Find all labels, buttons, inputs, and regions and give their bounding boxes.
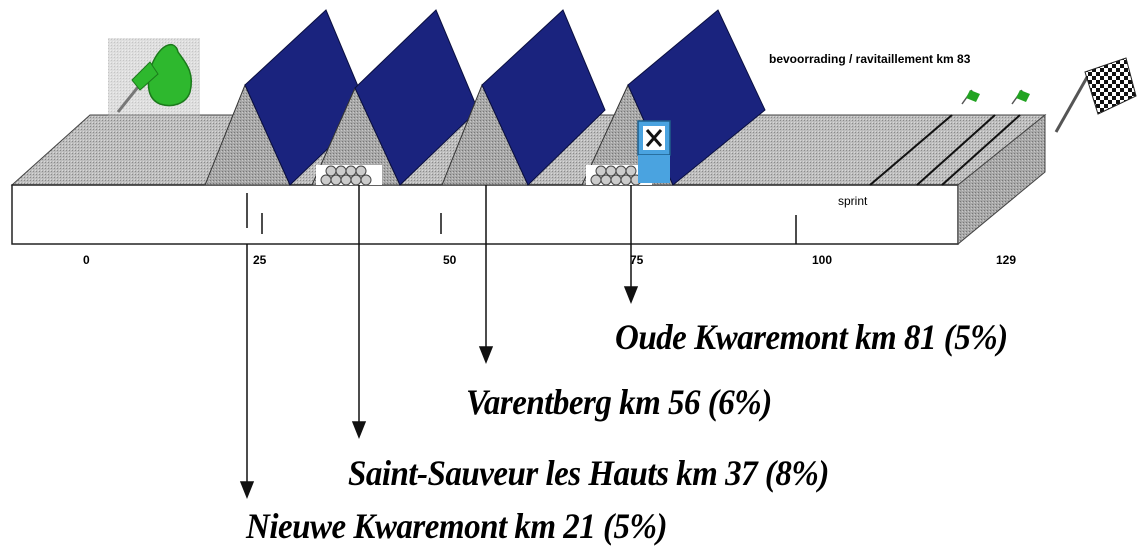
start-flag-icon	[108, 38, 200, 120]
course-slab-side	[957, 113, 1046, 246]
supply-label: bevoorrading / ravitaillement km 83	[769, 52, 971, 66]
green-flag-icon	[1011, 89, 1030, 105]
climb-label-nieuwe-kwaremont: Nieuwe Kwaremont km 21 (5%)	[246, 508, 668, 547]
sprint-label: sprint	[838, 194, 868, 208]
km-tick-25: 25	[253, 253, 267, 267]
food-icon	[637, 120, 671, 183]
km-tick-50: 50	[443, 253, 457, 267]
green-flag-icon	[961, 89, 980, 105]
climb-label-saint-sauveur: Saint-Sauveur les Hauts km 37 (8%)	[348, 455, 829, 494]
km-tick-100: 100	[812, 253, 833, 267]
km-markers	[246, 193, 797, 244]
finish-flag-icon	[1054, 57, 1137, 133]
cobblestones-icon	[316, 165, 382, 186]
km-tick-75: 75	[630, 253, 644, 267]
climb-label-oude-kwaremont: Oude Kwaremont km 81 (5%)	[615, 319, 1008, 358]
climb-arrows	[239, 185, 639, 500]
climb-label-varentberg: Varentberg km 56 (6%)	[466, 384, 772, 423]
km-tick-129: 129	[996, 253, 1017, 267]
climb-varentberg-shape	[441, 9, 606, 186]
sprint-lines	[869, 114, 1021, 186]
km-tick-0: 0	[83, 253, 90, 267]
course-slab-front	[11, 184, 959, 245]
